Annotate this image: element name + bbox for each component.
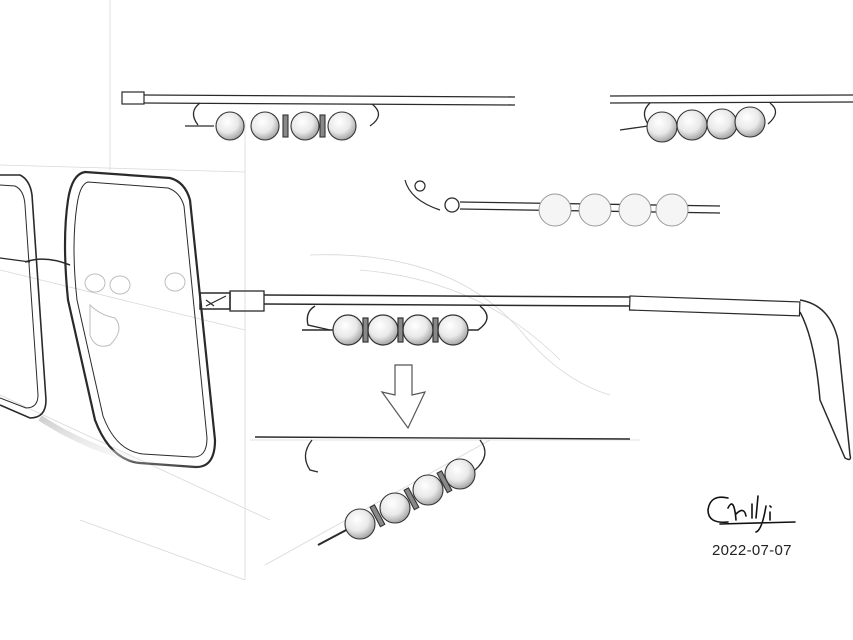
sketch-date: 2022-07-07 [712, 542, 792, 559]
detail-top-right-pearls [646, 106, 766, 143]
detail-bottom-pearls [344, 458, 476, 540]
detail-top-left-pearls [215, 111, 357, 141]
detail-middle-pearls [538, 193, 689, 227]
detail-bottom [254, 436, 631, 546]
down-arrow [380, 364, 427, 430]
main-temple [199, 290, 852, 461]
construction-lines [0, 0, 640, 581]
detail-top-right [609, 94, 853, 131]
detail-top-left [121, 91, 516, 127]
main-pearls [332, 314, 469, 346]
glasses-front-view [0, 170, 221, 473]
signature [707, 495, 796, 533]
